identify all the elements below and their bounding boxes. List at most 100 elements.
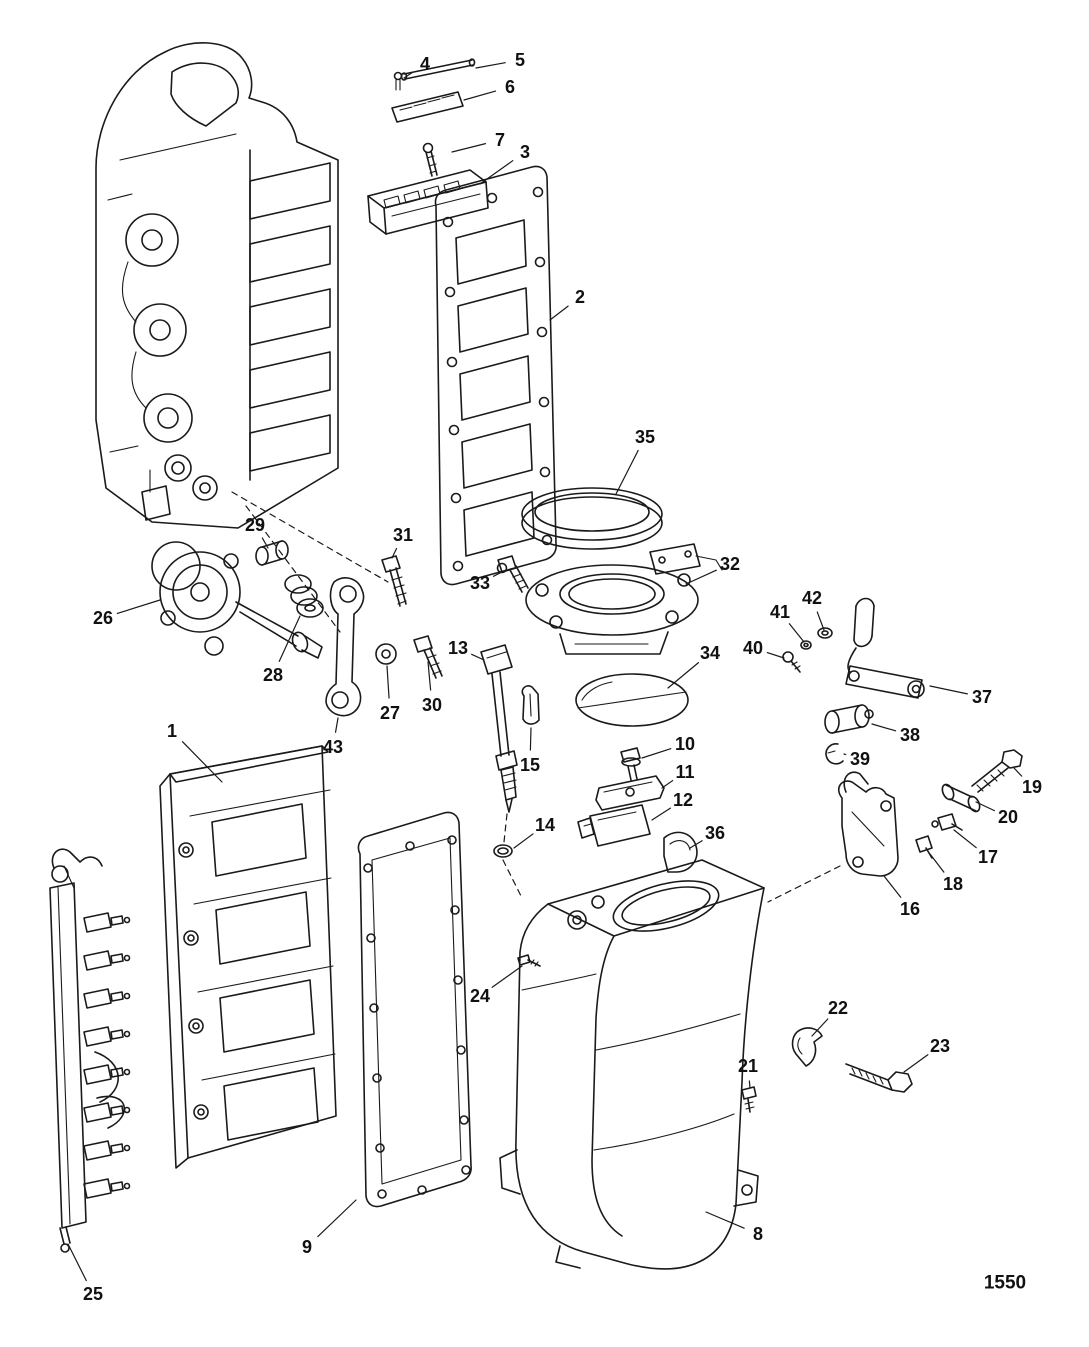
callout-label-32: 32 [720, 554, 740, 574]
callout-leader-42 [816, 611, 825, 631]
fitting-21-drawing [741, 1086, 757, 1113]
bolt-24-drawing [517, 954, 541, 967]
callout-leader-40 [766, 652, 785, 659]
callout-label-5: 5 [515, 50, 525, 70]
callout-leader-16 [883, 875, 902, 898]
callout-leader-32 [685, 569, 717, 585]
callout-label-7: 7 [495, 130, 505, 150]
pin-5-drawing [400, 58, 476, 81]
callout-label-8: 8 [753, 1224, 763, 1244]
callout-leader-36 [689, 840, 703, 849]
callout-label-21: 21 [738, 1056, 758, 1076]
callout-label-2: 2 [575, 287, 585, 307]
gasket-plate-2-drawing [434, 165, 557, 586]
callout-leader-26 [116, 599, 161, 615]
manifold-section-1-drawing [159, 745, 337, 1169]
plenum-8-drawing [499, 859, 765, 1270]
callout-leader-23 [903, 1054, 929, 1073]
callout-leader-43 [334, 717, 339, 733]
callout-label-3: 3 [520, 142, 530, 162]
callout-label-43: 43 [323, 737, 343, 757]
callout-leader-31 [391, 547, 398, 559]
callout-leader-12 [651, 807, 671, 821]
ring-35-drawing [521, 487, 663, 550]
callout-label-11: 11 [675, 762, 694, 782]
clip-36-drawing [663, 831, 698, 873]
callout-label-35: 35 [635, 427, 655, 447]
callout-label-24: 24 [470, 986, 490, 1006]
fitting-18-drawing [915, 835, 933, 859]
callout-leader-5 [475, 62, 506, 69]
callout-label-28: 28 [263, 665, 283, 685]
washer-stack-28-drawing [284, 574, 324, 618]
callout-label-19: 19 [1022, 777, 1042, 797]
callout-label-14: 14 [535, 815, 555, 835]
bracket-11-drawing [595, 775, 665, 811]
callout-label-33: 33 [470, 573, 490, 593]
callout-leader-19 [1013, 767, 1023, 777]
callout-leader-17 [953, 829, 977, 849]
callout-leader-33 [492, 571, 503, 577]
spacer-29-drawing [255, 540, 289, 566]
callout-label-15: 15 [520, 755, 540, 775]
callout-leader-7 [451, 143, 487, 153]
callout-label-36: 36 [705, 823, 725, 843]
alignment-dash-lines [231, 491, 841, 903]
clip-15-drawing [521, 685, 540, 725]
fuel-rail-25-drawing [49, 848, 131, 1253]
callout-label-41: 41 [770, 602, 790, 622]
callout-leader-29 [261, 537, 269, 549]
callout-leader-25 [67, 1243, 87, 1282]
lever-37-drawing [845, 597, 925, 699]
clip-22-drawing [791, 1027, 823, 1067]
throttle-body-32-drawing [525, 543, 723, 655]
washer-41-drawing [800, 640, 812, 650]
intake-manifold-cutaway-drawing [95, 42, 339, 529]
callout-leader-4 [403, 71, 414, 79]
callout-leader-15 [529, 727, 532, 751]
callout-label-38: 38 [900, 725, 920, 745]
callout-label-6: 6 [505, 77, 515, 97]
reed-block-3-drawing [367, 169, 489, 235]
callout-leader-8 [705, 1211, 745, 1229]
callout-leader-39 [843, 753, 847, 756]
bolt-33-drawing [497, 555, 529, 593]
callout-label-4: 4 [420, 54, 430, 74]
sensor-13-drawing [480, 644, 518, 813]
screw-40-drawing [782, 651, 801, 673]
throttle-plate-34-drawing [575, 673, 689, 727]
callout-leader-18 [929, 853, 945, 873]
callout-leader-6 [463, 90, 497, 101]
callout-leader-30 [427, 661, 432, 691]
callout-leader-21 [748, 1080, 751, 1089]
callout-label-30: 30 [422, 695, 442, 715]
callout-leader-1 [181, 741, 223, 783]
callout-leader-11 [661, 779, 674, 789]
callout-leader-14 [513, 833, 534, 849]
callout-label-40: 40 [743, 638, 763, 658]
callout-leader-20 [975, 801, 996, 812]
fitting-17-drawing [931, 813, 963, 831]
callout-label-10: 10 [675, 734, 695, 754]
callout-label-37: 37 [972, 687, 992, 707]
callout-label-13: 13 [448, 638, 468, 658]
callout-label-22: 22 [828, 998, 848, 1018]
spacer-20-drawing [941, 783, 981, 813]
screw-4-drawing [393, 71, 403, 91]
screw-7-drawing [422, 142, 438, 177]
callout-label-16: 16 [900, 899, 920, 919]
callout-label-17: 17 [978, 847, 998, 867]
washer-27-drawing [375, 643, 397, 665]
callout-label-18: 18 [943, 874, 963, 894]
callout-leader-35 [615, 449, 639, 495]
gasket-9-drawing [357, 811, 472, 1208]
washer-42-drawing [817, 627, 833, 639]
bracket-43-drawing [325, 577, 365, 717]
callout-leader-41 [788, 623, 805, 643]
map-sensor-12-drawing [577, 804, 651, 847]
callout-leader-34 [667, 662, 700, 689]
callout-label-12: 12 [673, 790, 693, 810]
callout-label-20: 20 [998, 807, 1018, 827]
